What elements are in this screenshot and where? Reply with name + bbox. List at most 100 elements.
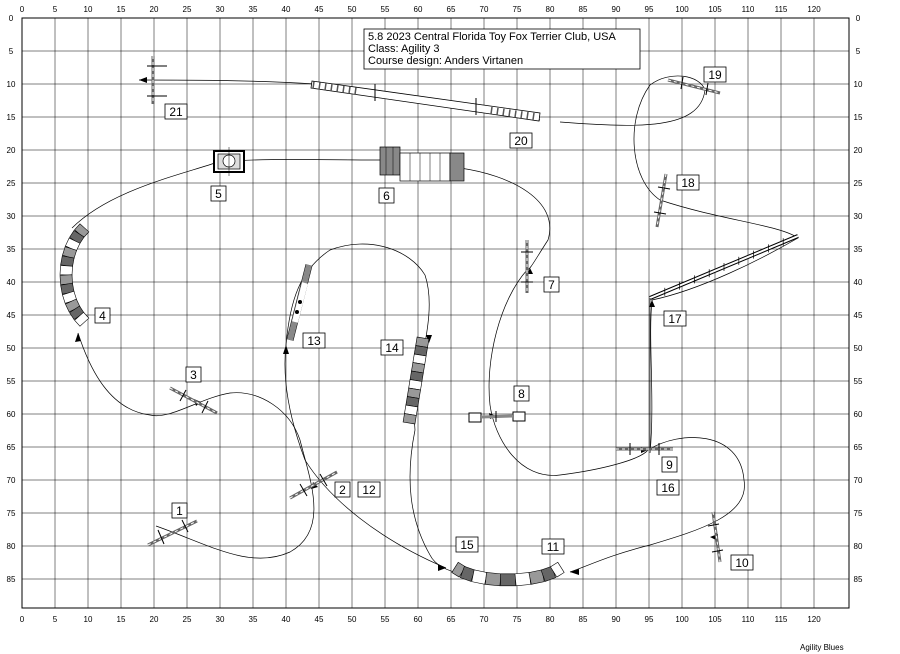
x-tick-bottom: 25: [183, 615, 192, 624]
jump-19[interactable]: [667, 76, 721, 96]
table-5[interactable]: [213, 147, 245, 176]
y-tick-left: 30: [7, 212, 16, 221]
y-tick-right: 10: [854, 80, 863, 89]
x-tick-bottom: 30: [216, 615, 225, 624]
x-tick-top: 80: [546, 5, 555, 14]
y-tick-right: 50: [854, 344, 863, 353]
x-tick-bottom: 120: [807, 615, 821, 624]
x-tick-top: 20: [150, 5, 159, 14]
x-tick-bottom: 20: [150, 615, 159, 624]
number-box: [94, 307, 111, 324]
x-tick-bottom: 65: [447, 615, 456, 624]
tunnel-segment: [500, 573, 516, 587]
x-tick-top: 30: [216, 5, 225, 14]
number-box: [357, 481, 381, 498]
info-designer: Course design: Anders Virtanen: [368, 55, 523, 67]
x-tick-bottom: 95: [645, 615, 654, 624]
y-tick-left: 65: [7, 443, 16, 452]
x-tick-top: 45: [315, 5, 324, 14]
obstacle-number-1: 1: [176, 504, 183, 518]
x-tick-bottom: 90: [612, 615, 621, 624]
jump-7[interactable]: [521, 240, 533, 293]
y-tick-right: 15: [854, 113, 863, 122]
number-box: [378, 187, 395, 204]
number-box: [513, 385, 530, 402]
tunnel-segment: [550, 561, 565, 578]
y-tick-left: 40: [7, 278, 16, 287]
number-box: [656, 479, 680, 496]
number-box: [302, 332, 326, 349]
y-tick-right: 70: [854, 476, 863, 485]
jump-2[interactable]: [289, 470, 338, 500]
tunnel-segment: [59, 274, 73, 285]
x-tick-bottom: 45: [315, 615, 324, 624]
x-tick-top: 110: [742, 5, 755, 14]
weave-13[interactable]: [286, 264, 313, 341]
y-tick-left: 0: [9, 14, 14, 23]
x-tick-top: 60: [414, 5, 423, 14]
x-tick-top: 70: [480, 5, 489, 14]
x-tick-bottom: 35: [249, 615, 258, 624]
obstacle-number-21: 21: [169, 105, 183, 119]
y-tick-right: 20: [854, 146, 863, 155]
number-box: [334, 481, 351, 498]
tunnel-segment: [514, 572, 531, 587]
tire-8[interactable]: [468, 411, 526, 423]
x-tick-top: 0: [20, 5, 25, 14]
number-box: [164, 103, 188, 120]
y-tick-left: 15: [7, 113, 16, 122]
x-tick-top: 105: [708, 5, 722, 14]
x-tick-bottom: 40: [282, 615, 291, 624]
y-tick-left: 60: [7, 410, 16, 419]
number-box: [663, 310, 687, 327]
tunnel-segment: [485, 572, 502, 587]
obstacle-number-18: 18: [681, 176, 695, 190]
x-tick-top: 65: [447, 5, 456, 14]
tunnel-14[interactable]: [402, 336, 430, 425]
dogwalk-17[interactable]: [649, 234, 799, 448]
number-box: [185, 366, 202, 383]
axis-ticks: 0055101015152020252530303535404045455050…: [7, 5, 863, 624]
jump-1[interactable]: [147, 519, 198, 547]
tunnel-segment: [471, 569, 488, 585]
x-tick-top: 5: [53, 5, 58, 14]
obstacle-number-8: 8: [518, 387, 525, 401]
y-tick-left: 85: [7, 575, 16, 584]
y-tick-right: 35: [854, 245, 863, 254]
jump-10[interactable]: [707, 511, 724, 563]
x-tick-bottom: 0: [20, 615, 25, 624]
x-tick-bottom: 110: [742, 615, 755, 624]
jump-21[interactable]: [147, 56, 167, 104]
x-tick-top: 85: [579, 5, 588, 14]
y-tick-right: 25: [854, 179, 863, 188]
x-tick-top: 10: [84, 5, 93, 14]
x-tick-bottom: 115: [775, 615, 788, 624]
obstacle-number-6: 6: [383, 189, 390, 203]
tunnel-11[interactable]: [451, 561, 565, 587]
number-box: [541, 538, 565, 555]
x-tick-bottom: 70: [480, 615, 489, 624]
jump-9[interactable]: [616, 443, 673, 455]
jump-3[interactable]: [169, 386, 218, 415]
y-tick-right: 40: [854, 278, 863, 287]
x-tick-bottom: 55: [381, 615, 390, 624]
credit: Agility Blues: [800, 643, 844, 652]
y-tick-left: 50: [7, 344, 16, 353]
jump-18[interactable]: [653, 173, 671, 228]
y-tick-right: 0: [856, 14, 861, 23]
y-tick-right: 30: [854, 212, 863, 221]
tunnel-4[interactable]: [59, 223, 90, 327]
x-tick-top: 50: [348, 5, 357, 14]
tunnel-segment: [59, 265, 73, 276]
x-tick-top: 25: [183, 5, 192, 14]
seesaw-20[interactable]: [310, 80, 541, 122]
info-title: 5.8 2023 Central Florida Toy Fox Terrier…: [368, 31, 616, 43]
y-tick-left: 20: [7, 146, 16, 155]
chute-6[interactable]: [379, 146, 465, 182]
y-tick-right: 80: [854, 542, 863, 551]
obstacle-number-2: 2: [339, 483, 346, 497]
obstacle-number-17: 17: [668, 312, 682, 326]
info-class: Class: Agility 3: [368, 43, 440, 55]
x-tick-top: 100: [675, 5, 689, 14]
